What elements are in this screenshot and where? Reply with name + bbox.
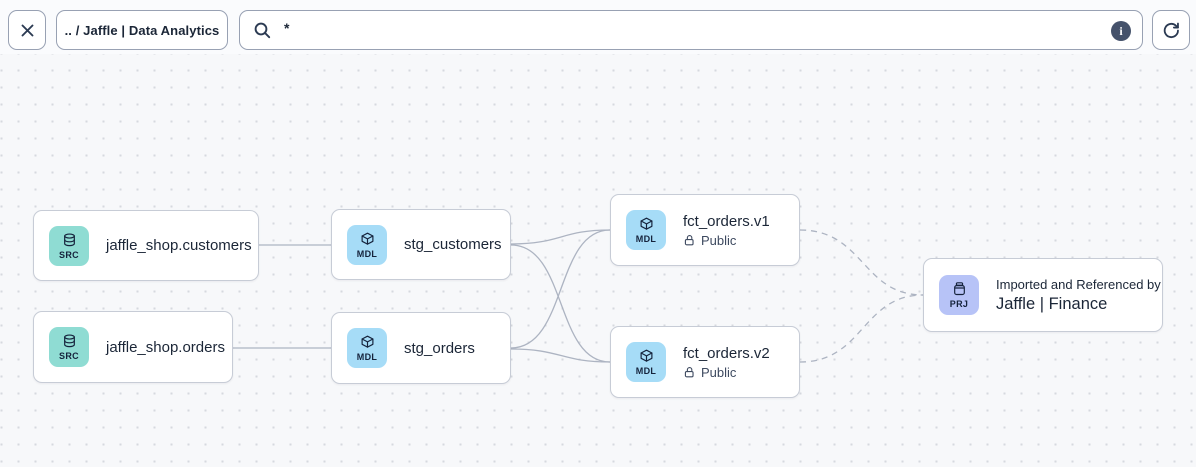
node-model-stg-orders[interactable]: MDL stg_orders: [331, 312, 511, 384]
node-label: stg_customers: [404, 236, 502, 253]
node-label: jaffle_shop.customers: [106, 237, 252, 254]
cube-icon: [640, 217, 652, 230]
node-label: jaffle_shop.orders: [106, 338, 225, 356]
search-icon: [254, 22, 271, 38]
edge-fct-v2-to-project: [799, 294, 924, 363]
model-badge: MDL: [347, 328, 387, 368]
project-badge: PRJ: [939, 275, 979, 315]
refresh-button[interactable]: [1152, 10, 1190, 50]
node-label: fct_orders.v1: [683, 213, 770, 230]
source-badge: SRC: [49, 327, 89, 367]
node-model-stg-customers[interactable]: MDL stg_customers: [331, 209, 511, 280]
badge-label: MDL: [635, 366, 657, 376]
node-label: fct_orders.v2: [683, 345, 770, 362]
close-button[interactable]: [8, 10, 46, 50]
cube-icon: [361, 232, 373, 245]
badge-label: MDL: [356, 248, 378, 259]
model-badge: MDL: [347, 224, 387, 265]
access-label: Public: [701, 365, 737, 380]
badge-label: SRC: [59, 351, 79, 361]
node-label: stg_orders: [404, 339, 475, 357]
badge-label: SRC: [59, 249, 79, 260]
edge-fct-v1-to-project: [799, 229, 924, 296]
edge-stg-orders-to-fct-v2: [510, 348, 611, 363]
edge-stg-customers-to-fct-v1: [510, 229, 611, 245]
node-model-fct-orders-v1[interactable]: MDL fct_orders.v1 Public: [610, 194, 800, 266]
close-icon: [21, 24, 33, 36]
model-badge: MDL: [626, 210, 666, 250]
cube-icon: [640, 349, 652, 362]
refresh-icon: [1163, 22, 1179, 38]
edge-stg-orders-to-fct-v1: [510, 229, 611, 349]
project-sublabel: Imported and Referenced by: [996, 276, 1161, 292]
node-model-fct-orders-v2[interactable]: MDL fct_orders.v2 Public: [610, 326, 800, 398]
project-icon: [953, 282, 965, 296]
database-icon: [63, 334, 75, 348]
search-query-text: *: [284, 20, 290, 36]
access-row: Public: [683, 233, 770, 248]
breadcrumb-label: .. / Jaffle | Data Analytics: [64, 22, 220, 38]
node-source-jaffle-shop-customers[interactable]: SRC jaffle_shop.customers: [33, 210, 259, 281]
search-input[interactable]: * i: [239, 10, 1143, 50]
database-icon: [63, 232, 75, 246]
model-badge: MDL: [626, 342, 666, 382]
edge-stg-customers-to-fct-v2: [510, 244, 611, 363]
badge-label: PRJ: [949, 299, 969, 309]
access-row: Public: [683, 365, 770, 380]
info-icon[interactable]: i: [1111, 21, 1131, 41]
lock-open-icon: [684, 367, 694, 378]
cube-icon: [361, 335, 373, 348]
access-label: Public: [701, 233, 737, 248]
breadcrumb-button[interactable]: .. / Jaffle | Data Analytics: [56, 10, 228, 50]
source-badge: SRC: [49, 225, 89, 266]
node-source-jaffle-shop-orders[interactable]: SRC jaffle_shop.orders: [33, 311, 233, 383]
badge-label: MDL: [635, 234, 657, 244]
node-label: Jaffle | Finance: [996, 294, 1108, 313]
lock-open-icon: [684, 235, 694, 246]
badge-label: MDL: [356, 352, 378, 362]
node-project-jaffle-finance[interactable]: PRJ Imported and Referenced by Jaffle | …: [923, 258, 1163, 332]
toolbar: .. / Jaffle | Data Analytics * i: [0, 0, 1196, 54]
